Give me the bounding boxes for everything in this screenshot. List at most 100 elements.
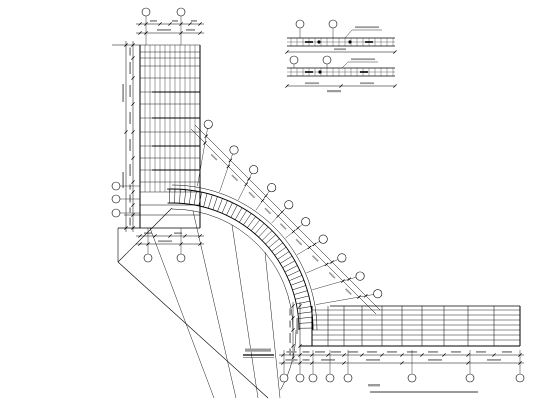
deck-hatch <box>184 189 187 204</box>
dimension-tick <box>360 353 364 357</box>
dimension-tick <box>138 31 142 35</box>
dimension-label-block <box>286 351 297 353</box>
axis-bubble <box>176 7 186 17</box>
deck-hatch <box>280 255 293 264</box>
dimension-tick <box>393 84 397 88</box>
axis-bubble <box>141 7 151 17</box>
dimension-label-block <box>305 82 319 85</box>
dimension-label-block <box>487 359 501 361</box>
anchor-mark <box>318 70 322 74</box>
dimension-label-block <box>158 240 172 243</box>
deck-hatch <box>179 189 181 204</box>
dimension-tick <box>492 353 496 357</box>
axis-bubble <box>143 253 153 263</box>
axis-bubble <box>322 55 332 65</box>
dimension-tick <box>342 353 346 357</box>
axis-bubble <box>267 183 277 193</box>
dimension-label-block <box>428 359 442 361</box>
dimension-tick <box>131 130 135 134</box>
axis-bubble <box>407 373 417 383</box>
axis-bubble <box>337 253 347 263</box>
dimension-label-block <box>210 153 218 161</box>
deck-hatch <box>290 280 305 286</box>
dimension-tick <box>168 234 172 238</box>
construction-line <box>192 210 237 399</box>
axis-bubble <box>289 55 299 65</box>
dimension-tick <box>144 22 148 26</box>
deck-hatch <box>251 219 261 231</box>
radial-axis-line <box>238 173 252 201</box>
dimension-tick <box>131 226 135 230</box>
deck-hatch <box>268 238 280 248</box>
title-text-block <box>245 348 271 352</box>
axis-bubble <box>295 373 305 383</box>
curved-section-outline <box>117 207 269 399</box>
dimension-label-block <box>476 351 486 353</box>
dimension-label-block <box>502 351 512 353</box>
construction-line <box>149 227 215 399</box>
dimension-label-block <box>157 29 171 31</box>
dimension-label-block <box>129 217 131 226</box>
dimension-label-block <box>248 191 256 199</box>
dimension-label-block <box>191 20 197 22</box>
dimension-tick <box>285 50 289 54</box>
straight-corridor-east <box>300 305 521 347</box>
dimension-tick <box>291 344 295 348</box>
axis-bubble <box>343 373 353 383</box>
deck-hatch <box>208 194 213 209</box>
deck-hatch <box>295 295 309 300</box>
dimension-label-block <box>129 139 131 151</box>
dimension-line <box>194 124 381 311</box>
dimension-label-block <box>451 351 461 353</box>
dimension-tick <box>466 361 470 365</box>
dimension-tick <box>138 242 142 246</box>
deck-hatch <box>247 216 256 228</box>
inner-rail <box>171 208 294 331</box>
axis-bubble <box>355 271 365 281</box>
deck-hatch <box>193 191 197 205</box>
dimension-tick <box>131 203 135 207</box>
radial-axis-line <box>315 294 374 305</box>
deck-hatch <box>298 322 313 324</box>
dimension-tick <box>131 180 135 184</box>
dimension-tick <box>298 344 302 348</box>
deck-hatch <box>221 200 228 214</box>
dimension-tick <box>326 353 330 357</box>
dimension-label-block <box>129 164 131 176</box>
dimension-label-block <box>129 184 131 190</box>
deck-hatch <box>271 242 283 252</box>
dimension-tick <box>124 43 128 47</box>
dimension-label-block <box>387 351 397 353</box>
notes-heading-block <box>368 384 380 387</box>
south-dimension-chain <box>136 228 204 263</box>
dimension-label-block <box>129 62 131 74</box>
dimension-label-block <box>428 351 438 353</box>
dimension-label-block <box>302 359 310 361</box>
dimension-label-block <box>264 207 272 215</box>
axis-bubble <box>203 119 213 129</box>
dimension-tick <box>153 234 157 238</box>
axis-bubble <box>318 234 328 244</box>
dimension-tick <box>198 242 202 246</box>
straight-corridor-north <box>112 44 201 229</box>
drawing-title-block <box>243 348 274 358</box>
deck-hatch <box>282 260 295 268</box>
dimension-tick <box>131 56 135 60</box>
deck-hatch <box>243 213 252 226</box>
dimension-tick <box>138 234 142 238</box>
leader-line <box>344 29 353 39</box>
dimension-label-block <box>289 333 291 343</box>
dimension-tick <box>466 353 470 357</box>
east-corridor-bottom-dimensions <box>279 350 525 383</box>
dimension-line <box>190 128 377 315</box>
dimension-label-block <box>331 351 341 353</box>
dimension-label-block <box>231 174 239 182</box>
inner-edge-continuation <box>280 329 297 391</box>
axis-bubble <box>325 373 335 383</box>
outline-edge <box>117 207 173 263</box>
axis-bubble <box>176 253 186 263</box>
dimension-tick <box>179 22 183 26</box>
axis-bubble <box>295 19 305 29</box>
dimension-label-block <box>315 351 325 353</box>
inner-edge <box>167 202 300 331</box>
